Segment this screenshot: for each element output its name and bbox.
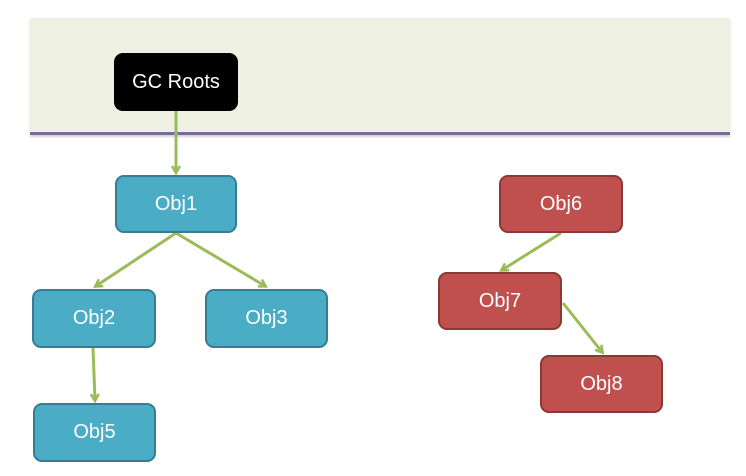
edge-obj2-obj5 — [93, 347, 95, 400]
obj7-node: Obj7 — [438, 272, 562, 330]
gc-roots-node: GC Roots — [114, 53, 238, 111]
edge-obj1-obj2 — [96, 231, 177, 286]
edge-obj1-obj3 — [175, 231, 265, 286]
obj2-node: Obj2 — [32, 289, 156, 348]
obj8-node: Obj8 — [540, 355, 663, 413]
obj5-node: Obj5 — [33, 403, 156, 462]
obj1-node: Obj1 — [115, 175, 237, 233]
edge-obj6-obj7 — [502, 231, 562, 270]
edge-obj7-obj8 — [561, 302, 602, 352]
obj6-node: Obj6 — [499, 175, 623, 233]
obj3-node: Obj3 — [205, 289, 328, 348]
